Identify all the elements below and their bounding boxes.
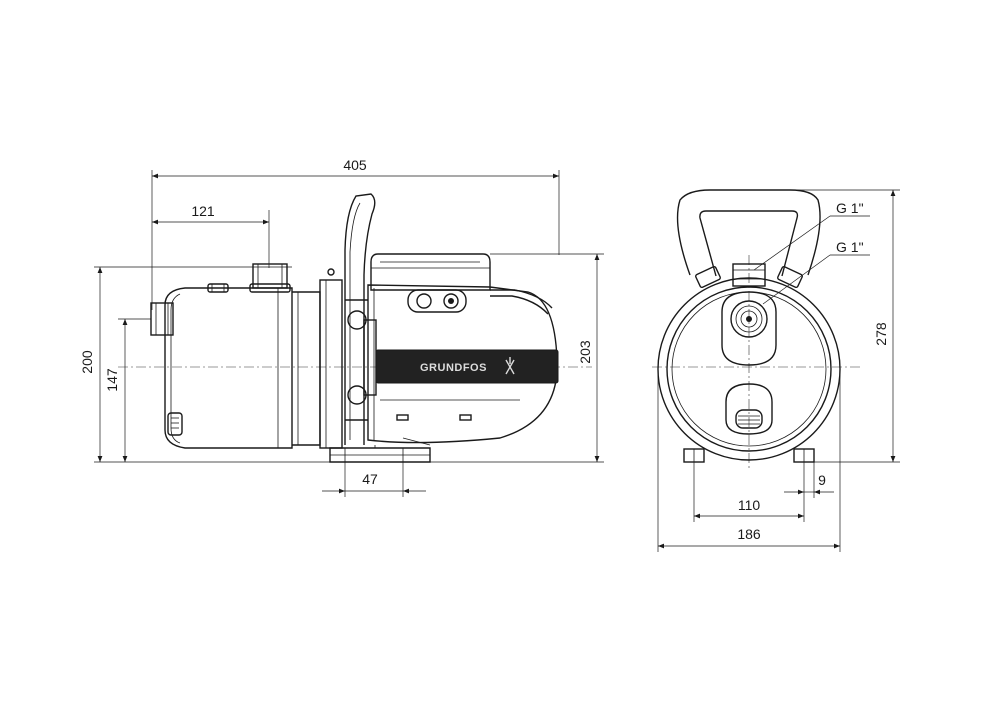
motor-body xyxy=(367,284,558,444)
drain-plug xyxy=(167,412,183,436)
pump-housing xyxy=(164,283,293,449)
dim-inlet-offset: 121 xyxy=(191,203,215,219)
label-discharge-thread: G 1" xyxy=(836,200,864,216)
front-dimensions: 278 110 9 186 xyxy=(657,189,900,552)
dim-motor-height: 203 xyxy=(577,340,593,364)
carry-handle xyxy=(344,193,376,445)
label-suction-thread: G 1" xyxy=(836,239,864,255)
dim-height-side: 200 xyxy=(79,350,95,374)
front-view: G 1" G 1" xyxy=(652,189,870,470)
brand-label: GRUNDFOS xyxy=(420,362,487,374)
front-suction-inlet xyxy=(721,291,777,366)
front-housing-ring xyxy=(666,286,832,452)
adapter-section xyxy=(292,291,321,446)
side-view: GRUNDFOS xyxy=(118,193,592,463)
dim-overall-length: 405 xyxy=(343,157,367,173)
flange xyxy=(319,268,343,449)
dim-overall-width: 186 xyxy=(737,526,761,542)
discharge-port xyxy=(249,263,291,293)
dim-base-width: 47 xyxy=(362,471,378,487)
side-dimensions: 405 121 200 147 203 47 xyxy=(79,157,604,497)
priming-plug xyxy=(207,283,229,293)
dim-foot-width: 9 xyxy=(818,472,826,488)
dim-inlet-height: 147 xyxy=(104,368,120,392)
front-handle xyxy=(676,189,821,277)
brand-badge: GRUNDFOS xyxy=(375,349,559,384)
front-discharge-port xyxy=(732,263,766,287)
terminal-box xyxy=(370,253,553,315)
inlet-pipe xyxy=(150,302,174,336)
dim-foot-spacing: 110 xyxy=(738,497,761,513)
base-plate xyxy=(329,437,431,463)
brand-x-icon xyxy=(505,357,515,375)
dim-overall-height: 278 xyxy=(873,322,889,346)
coupling xyxy=(345,299,377,421)
front-drain xyxy=(725,383,773,435)
